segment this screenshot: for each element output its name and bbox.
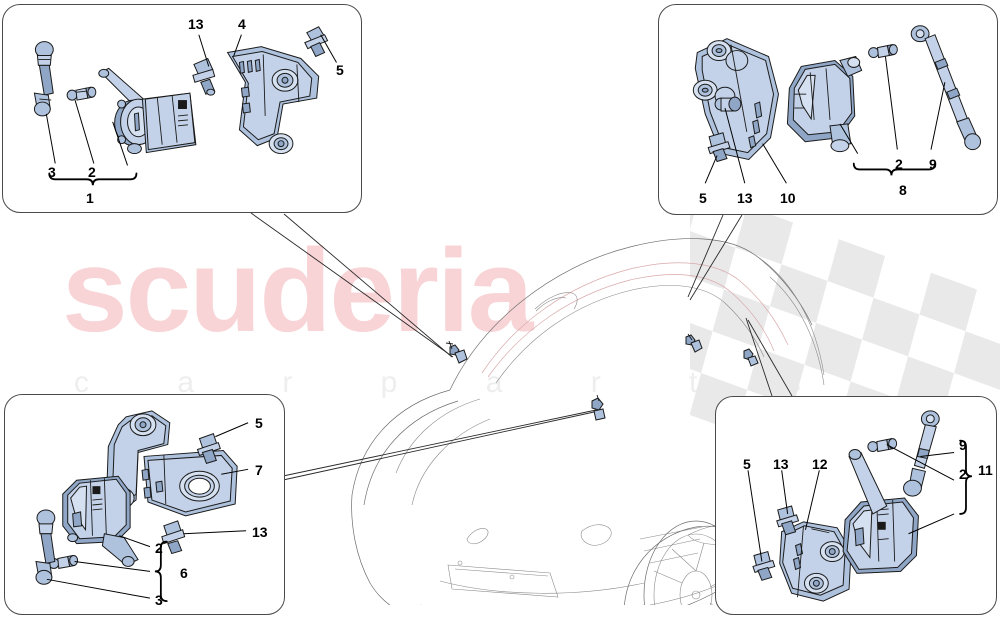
panel-rear-left-suspension-sensor-assembly: 5 13 10 2 9 8 <box>658 4 998 215</box>
panel-front-right-suspension-sensor-assembly: 5 7 13 2 6 3 <box>4 394 285 615</box>
part-13-flange-bolt <box>192 57 216 96</box>
part-2-stud <box>868 44 898 59</box>
panel-3-label-7: 7 <box>255 462 263 478</box>
panel-rear-right-suspension-sensor-assembly: 5 13 12 9 2 11 <box>715 396 997 615</box>
panel-2-label-2: 2 <box>895 156 903 172</box>
part-5-bolt <box>196 433 221 464</box>
panel-1-label-4: 4 <box>238 16 246 32</box>
part-6-level-sensor <box>62 475 139 567</box>
part-13-flange-bolt <box>161 520 186 555</box>
part-13-stud <box>714 96 742 112</box>
part-2-stud <box>66 86 97 101</box>
part-1-level-sensor <box>98 67 197 155</box>
panel-2-label-5: 5 <box>699 190 707 206</box>
panel-3-parts-art <box>35 410 249 603</box>
panel-1-label-2: 2 <box>88 164 96 180</box>
part-10-mounting-bracket <box>692 38 779 161</box>
part-12-mounting-bracket <box>779 521 852 602</box>
panel-4-label-12: 12 <box>812 456 828 472</box>
panel-4-label-2: 2 <box>959 466 967 482</box>
panel-4-label-11: 11 <box>978 462 993 478</box>
front-left-sensor-marker <box>445 340 468 364</box>
part-9-connecting-rod <box>903 410 940 497</box>
part-4-mounting-bracket <box>226 46 320 155</box>
part-11-level-sensor <box>842 449 919 574</box>
panel-1-label-1: 1 <box>86 190 94 206</box>
panel-1-label-13: 13 <box>188 16 204 32</box>
panel-1-label-5: 5 <box>336 62 344 78</box>
rear-right-sensor-marker <box>743 348 759 367</box>
panel-4-label-9: 9 <box>959 437 967 453</box>
part-13-flange-bolt <box>776 505 800 536</box>
rear-left-sensor-marker <box>685 333 703 353</box>
part-2-stud <box>867 438 898 453</box>
panel-3-label-2: 2 <box>155 540 163 556</box>
panel-2-label-8: 8 <box>899 182 907 198</box>
part-9-connecting-rod <box>910 25 982 151</box>
part-5-bolt <box>304 26 329 58</box>
panel-2-label-10: 10 <box>780 190 796 206</box>
panel-3-label-5: 5 <box>255 415 263 431</box>
panel-front-left-suspension-sensor-assembly: 3 2 1 13 4 5 <box>2 4 362 213</box>
panel-3-label-13: 13 <box>252 524 268 540</box>
panel-4-parts-art <box>747 410 972 602</box>
part-5-bolt <box>752 550 776 581</box>
panel-1-label-3: 3 <box>48 164 56 180</box>
panel-2-label-9: 9 <box>929 156 937 172</box>
panel-4-label-5: 5 <box>743 456 751 472</box>
panel-4-label-13: 13 <box>773 456 789 472</box>
panel-3-label-6: 6 <box>180 565 188 581</box>
panel-1-parts-art <box>33 26 337 186</box>
part-8-level-sensor <box>786 55 863 153</box>
panel-2-label-13: 13 <box>737 190 753 206</box>
part-3-ball-joint-link <box>33 41 54 117</box>
panel-2-parts-art <box>692 25 982 184</box>
watermark-carparts: c a r p a r t s <box>74 366 841 399</box>
part-3-ball-joint-link <box>35 509 56 585</box>
panel-3-label-3: 3 <box>155 592 163 608</box>
front-right-sensor-marker <box>591 394 606 421</box>
